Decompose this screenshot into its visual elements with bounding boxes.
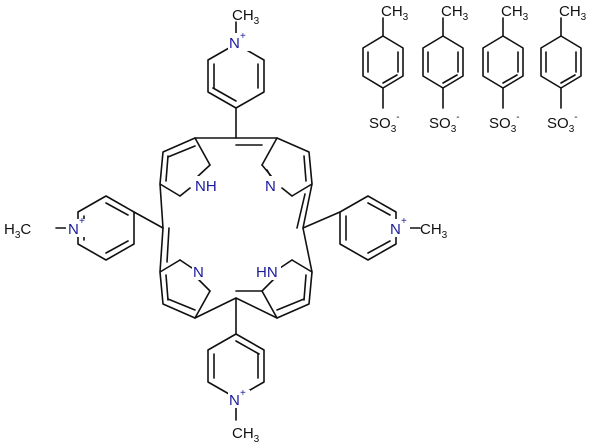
tosylate-3: CH3 SO3- (482, 3, 529, 135)
tosylate-3-sulfonate: SO3- (489, 112, 520, 135)
tosylate-2: CH3 SO3- (422, 3, 469, 135)
pyridinium-top-charge: + (240, 31, 246, 42)
pyridinium-left: N + H3C (4, 195, 164, 261)
pyridinium-bottom-charge: + (240, 388, 246, 399)
tosylate-1-methyl: CH3 (381, 3, 409, 23)
tosylate-1-sulfonate: SO3- (369, 112, 400, 135)
n-label-bottom-left: N (193, 264, 204, 281)
pyridinium-left-charge: + (79, 216, 85, 227)
pyridinium-bottom-n: N (229, 392, 240, 409)
tosylate-1: CH3 SO3- (362, 3, 409, 135)
pyridinium-right: N + CH3 (302, 195, 448, 261)
pyridinium-right-methyl: CH3 (420, 221, 448, 241)
pyridinium-left-n: N (68, 221, 79, 238)
pyridinium-top-n: N (229, 35, 240, 52)
pyridinium-bottom-methyl: CH3 (232, 425, 260, 445)
tosylate-2-sulfonate: SO3- (429, 112, 460, 135)
pyridinium-right-charge: + (401, 216, 407, 227)
pyridinium-right-n: N (390, 221, 401, 238)
pyridinium-left-methyl: H3C (4, 221, 31, 241)
tosylate-2-methyl: CH3 (441, 3, 469, 23)
porphyrin-core: NH N N HN (159, 137, 313, 319)
pyrrole-bottom-right (261, 259, 313, 319)
nh-label: NH (195, 178, 217, 195)
pyridinium-top: N + CH3 (207, 7, 265, 139)
hn-label: HN (256, 264, 278, 281)
tosylate-4-sulfonate: SO3- (547, 112, 578, 135)
pyrrole-bottom-left (159, 259, 211, 319)
pyridinium-top-methyl: CH3 (232, 7, 260, 27)
pyridinium-bottom: N + CH3 (207, 297, 265, 445)
tosylate-3-methyl: CH3 (501, 3, 529, 23)
n-label-top-right: N (265, 178, 276, 195)
pyrrole-top-left (159, 137, 211, 197)
tosylate-4: CH3 SO3- (540, 3, 587, 135)
pyrrole-top-right (261, 137, 313, 197)
tosylate-4-methyl: CH3 (559, 3, 587, 23)
